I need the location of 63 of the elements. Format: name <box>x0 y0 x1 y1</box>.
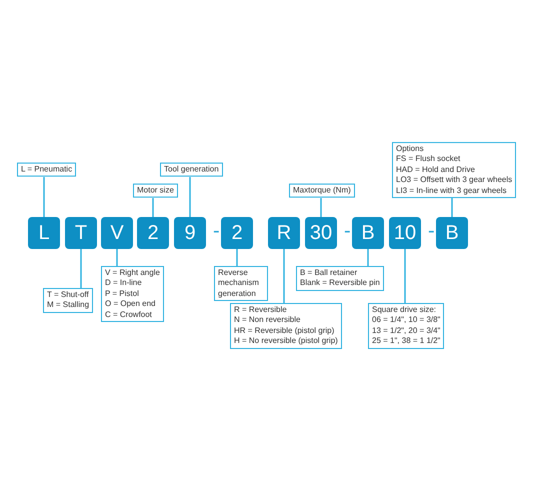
leader-line <box>116 249 118 266</box>
annotation-box <box>17 162 76 177</box>
annotation-text: M = Stalling <box>47 300 90 311</box>
annotation-text: T = Shut-off <box>47 290 90 300</box>
annotation-text: R = Reversible <box>234 305 288 316</box>
annotation-text: 25 = 1", 38 = 1 1/2" <box>372 336 440 347</box>
annotation-text: Maxtorque (Nm) <box>293 186 351 196</box>
annotation-box <box>296 266 384 291</box>
annotation-box <box>160 162 223 177</box>
annotation-text: L = Pneumatic <box>21 164 72 175</box>
annotation-text: Square drive size: <box>372 305 438 316</box>
leader-line <box>43 177 45 217</box>
annotation-text: Tool generation <box>164 164 219 175</box>
code-letter-box: R <box>268 217 300 249</box>
annotation-text: Motor size <box>137 186 174 196</box>
annotation-box <box>230 303 342 349</box>
annotation-text: P = Pistol <box>105 288 140 300</box>
separator-dash: - <box>344 220 351 243</box>
annotation-text: B = Ball retainer <box>300 268 358 278</box>
annotation-text: H = No reversible (pistol grip) <box>234 336 338 347</box>
leader-line <box>152 198 154 217</box>
leader-line <box>404 249 406 303</box>
code-letter-box: 30 <box>305 217 337 249</box>
annotation-text: HR = Reversible (pistol grip) <box>234 326 336 336</box>
annotation-text: D = In-line <box>105 278 143 289</box>
annotation-text: Options <box>396 144 425 154</box>
code-letter-box: 10 <box>389 217 421 249</box>
leader-line <box>367 249 369 266</box>
annotation-text: V = Right angle <box>105 268 160 278</box>
leader-line <box>236 249 238 266</box>
annotation-box <box>392 142 516 198</box>
annotation-text: 06 = 1/4", 10 = 3/8" <box>372 315 440 326</box>
annotation-text: LI3 = In-line with 3 gear wheels <box>396 186 508 196</box>
leader-line <box>451 198 453 217</box>
leader-line <box>189 177 191 217</box>
annotation-text: O = Open end <box>105 299 156 310</box>
code-letter-box: 2 <box>221 217 253 249</box>
annotation-text: Reverse mechanism generation <box>218 268 260 300</box>
annotation-box <box>214 266 268 302</box>
code-letter-box: B <box>436 217 468 249</box>
code-letter-box: 2 <box>137 217 169 249</box>
annotation-box <box>133 184 178 198</box>
annotation-box <box>43 288 94 313</box>
code-letter-box: L <box>28 217 60 249</box>
annotation-text: 13 = 1/2", 20 = 3/4" <box>372 326 440 336</box>
leader-line <box>283 249 285 303</box>
leader-line <box>320 198 322 217</box>
separator-dash: - <box>428 220 435 243</box>
annotation-text: LO3 = Offsett with 3 gear wheels <box>396 175 512 186</box>
code-letter-box: T <box>65 217 97 249</box>
annotation-box <box>289 184 355 198</box>
annotation-text: N = Non reversible <box>234 315 302 326</box>
annotation-text: FS = Flush socket <box>396 154 462 165</box>
annotation-box <box>101 266 164 322</box>
annotation-box <box>368 303 444 349</box>
code-letter-box: 9 <box>174 217 206 249</box>
separator-dash: - <box>213 220 220 243</box>
annotation-text: C = Crowfoot <box>105 310 153 320</box>
annotation-text: HAD = Hold and Drive <box>396 164 476 176</box>
leader-line <box>80 249 82 288</box>
annotation-text: Blank = Reversible pin <box>300 278 380 289</box>
code-letter-box: V <box>101 217 133 249</box>
code-letter-box: B <box>352 217 384 249</box>
